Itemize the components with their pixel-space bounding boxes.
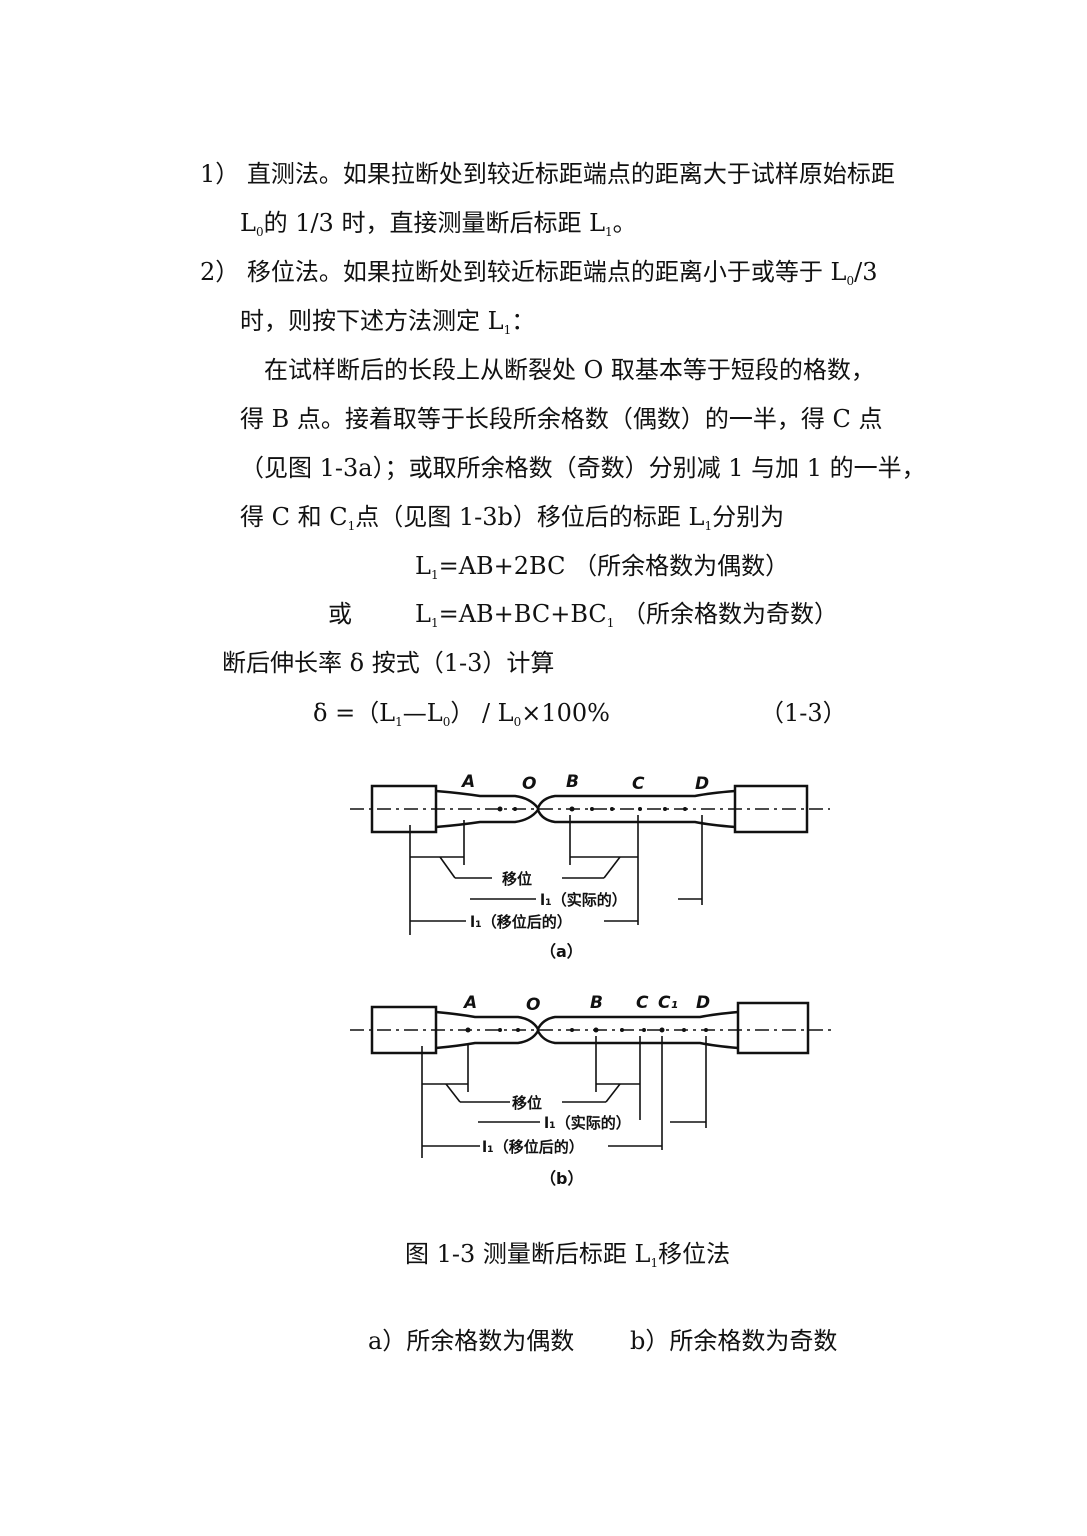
figure-a-right-grip: [733, 784, 809, 834]
figure-a: A O B C D 移位 l₁（实际的） l₁（移位后的） （a）: [340, 765, 840, 965]
elongation-text: 断后伸长率 δ 按式（1-3）计算: [222, 649, 555, 677]
figure-a-shift-label: 移位: [502, 870, 532, 888]
subcaption-b: b）所余格数为奇数: [630, 1327, 838, 1355]
label-C: C: [636, 993, 649, 1013]
label-C1: C₁: [658, 993, 678, 1013]
para-line2: 得 B 点。接着取等于长段所余格数（偶数）的一半，得 C 点: [240, 405, 883, 433]
figure-a-caption: （a）: [540, 942, 583, 961]
figure-a-l1-actual-label: l₁（实际的）: [540, 891, 627, 909]
figure-b-l1-actual-label: l₁（实际的）: [544, 1114, 631, 1132]
equation-even: L1=AB+2BC （所余格数为偶数）: [415, 552, 790, 582]
figure-b: A O B C C₁ D 移位 l₁（实际的） l₁（移位后的） （b）: [340, 990, 840, 1190]
elongation-formula: δ =（L1—L0） / L0×100%: [313, 699, 610, 729]
label-O: O: [522, 774, 536, 794]
figure-a-drawing: A O B C D 移位 l₁（实际的） l₁（移位后的） （a）: [350, 772, 830, 961]
figure-b-shift-label: 移位: [512, 1094, 542, 1112]
label-D: D: [696, 993, 710, 1013]
item1-line2: L0的 1/3 时，直接测量断后标距 L1。: [240, 209, 637, 239]
formula-number: （1-3）: [760, 699, 847, 727]
para-line4: 得 C 和 C1点（见图 1-3b）移位后的标距 L1分别为: [240, 503, 785, 533]
label-D: D: [695, 774, 709, 794]
item1-line1: 1） 直测法。如果拉断处到较近标距端点的距离大于试样原始标距: [200, 160, 895, 188]
label-B: B: [566, 772, 579, 792]
equation-odd-or: 或: [328, 600, 352, 628]
figure-b-l1-moved-label: l₁（移位后的）: [482, 1138, 584, 1156]
figure-b-caption: （b）: [540, 1169, 583, 1188]
figure-caption: 图 1-3 测量断后标距 L1移位法: [405, 1240, 731, 1270]
subcaption-a: a）所余格数为偶数: [368, 1327, 575, 1355]
label-A: A: [460, 772, 475, 792]
figure-b-long-segment: [536, 1010, 739, 1050]
equation-odd: L1=AB+BC+BC1 （所余格数为奇数）: [415, 600, 839, 630]
item2-line1: 2） 移位法。如果拉断处到较近标距端点的距离小于或等于 L0/3: [200, 258, 878, 288]
figure-b-right-grip: [736, 1001, 810, 1055]
item2-line2: 时，则按下述方法测定 L1：: [240, 307, 536, 337]
figure-b-drawing: A O B C C₁ D 移位 l₁（实际的） l₁（移位后的） （b）: [350, 993, 832, 1188]
para-line1: 在试样断后的长段上从断裂处 O 取基本等于短段的格数，: [264, 356, 875, 384]
label-B: B: [590, 993, 603, 1013]
label-A: A: [462, 993, 477, 1013]
figure-a-l1-moved-label: l₁（移位后的）: [470, 913, 572, 931]
para-line3: （见图 1-3a）；或取所余格数（奇数）分别减 1 与加 1 的一半，: [240, 454, 926, 482]
label-C: C: [632, 774, 645, 794]
label-O: O: [526, 995, 540, 1015]
